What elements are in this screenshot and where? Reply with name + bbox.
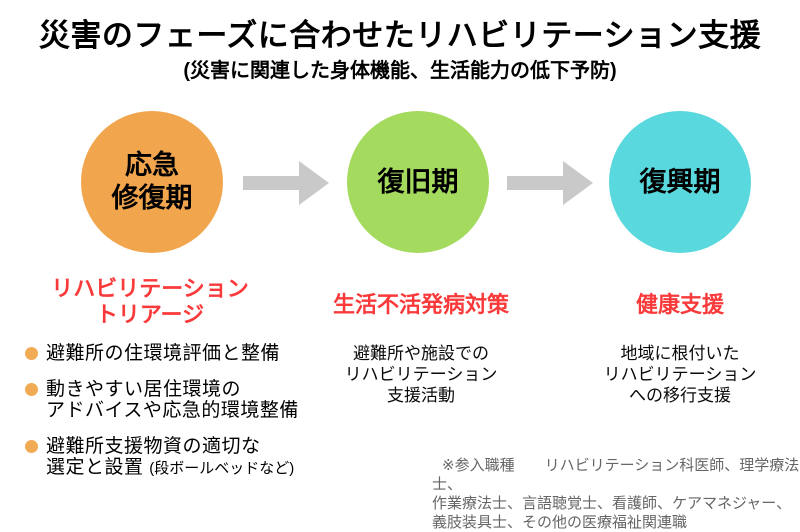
phase1-triage-label: リハビリテーション トリアージ	[51, 276, 249, 327]
bullet-text: 避難所支援物資の適切な 選定と設置	[46, 436, 261, 478]
bullet-item: 避難所支援物資の適切な 選定と設置 (段ボールベッドなど)	[25, 436, 325, 479]
bullet-dot-icon	[25, 383, 38, 396]
phase2-description: 避難所や施設での リハビリテーション 支援活動	[344, 344, 498, 405]
participating-professions-footnote: ※参入職種 リハビリテーション科医師、理学療法士、 作業療法士、言語聴覚士、看護…	[432, 457, 800, 531]
phase3-health-support-label: 健康支援	[635, 292, 724, 317]
phase1-circle: 応急 修復期	[81, 111, 223, 253]
phase3-circle: 復興期	[609, 111, 751, 253]
bullet-item: 避難所の住環境評価と整備	[25, 343, 325, 364]
phase1-circle-label: 応急 修復期	[111, 150, 193, 213]
phase2-circle-label: 復旧期	[377, 166, 459, 197]
page-subtitle: (災害に関連した身体機能、生活能力の低下予防)	[183, 60, 617, 82]
phase3-circle-label: 復興期	[639, 166, 721, 197]
right-arrow-icon	[243, 161, 329, 205]
phase3-description: 地域に根付いた リハビリテーション への移行支援	[603, 344, 757, 405]
bullet-dot-icon	[25, 347, 38, 360]
bullet-note: (段ボールベッドなど)	[149, 460, 295, 477]
bullet-dot-icon	[25, 440, 38, 453]
phase1-bullet-list: 避難所の住環境評価と整備 動きやすい居住環境の アドバイスや応急的環境整備 避難…	[25, 343, 325, 496]
right-arrow-icon	[507, 161, 593, 205]
phase2-countermeasure-label: 生活不活発病対策	[332, 292, 509, 317]
page-title: 災害のフェーズに合わせたリハビリテーション支援	[38, 18, 762, 53]
bullet-text: 動きやすい居住環境の アドバイスや応急的環境整備	[46, 379, 299, 421]
bullet-text: 避難所の住環境評価と整備	[46, 343, 281, 364]
phase2-circle: 復旧期	[347, 111, 489, 253]
bullet-item: 動きやすい居住環境の アドバイスや応急的環境整備	[25, 379, 325, 421]
